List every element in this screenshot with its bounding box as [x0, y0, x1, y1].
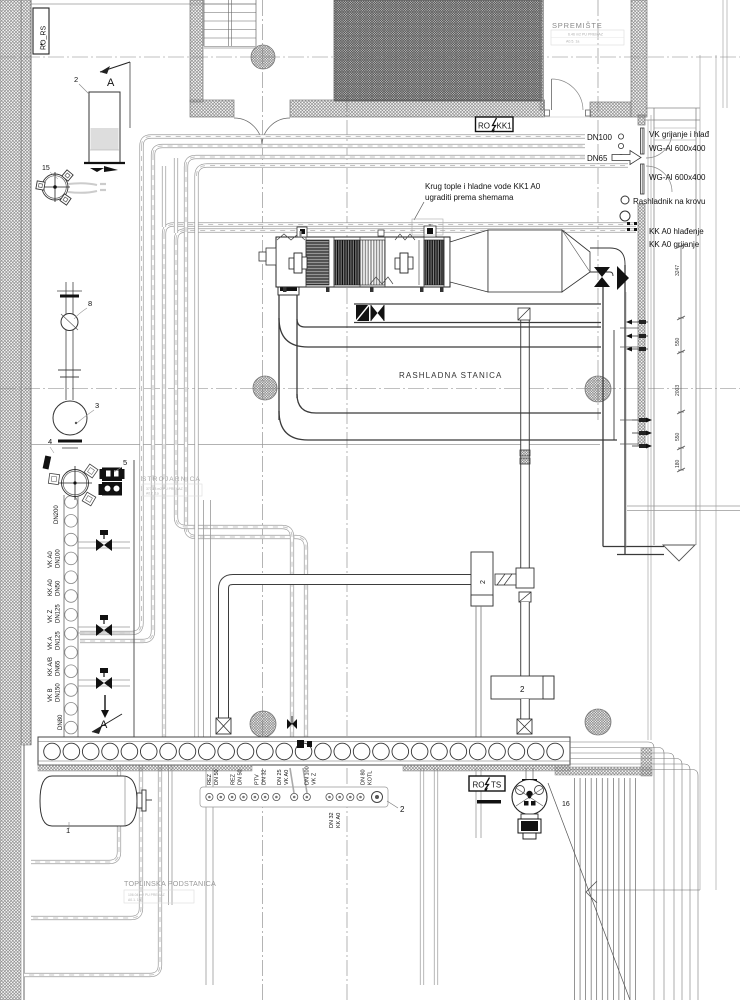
svg-text:DN 80: DN 80	[361, 769, 367, 785]
svg-text:2: 2	[400, 805, 405, 814]
svg-text:VK Z: VK Z	[312, 772, 318, 785]
svg-text:2003: 2003	[675, 385, 681, 396]
svg-text:KK A0: KK A0	[48, 579, 54, 596]
svg-text:DN125: DN125	[56, 604, 62, 623]
svg-text:8: 8	[88, 299, 92, 308]
svg-text:DN150: DN150	[56, 683, 62, 702]
svg-text:6.46 m2 PU PREMAZ: 6.46 m2 PU PREMAZ	[568, 33, 604, 37]
svg-text:DN50: DN50	[56, 580, 62, 596]
svg-text:180: 180	[675, 459, 681, 468]
svg-text:15: 15	[42, 165, 50, 172]
svg-text:3247: 3247	[675, 265, 681, 276]
svg-text:550: 550	[675, 337, 681, 346]
svg-text:KK A0 hlađenje: KK A0 hlađenje	[649, 227, 704, 236]
svg-text:16: 16	[562, 801, 570, 808]
svg-text:2: 2	[520, 685, 525, 694]
svg-text:DN80: DN80	[58, 714, 64, 730]
svg-text:DN200: DN200	[54, 505, 60, 524]
svg-text:DN65: DN65	[56, 660, 62, 676]
svg-text:DN 25: DN 25	[277, 769, 283, 785]
svg-text:KK A0 grijanje: KK A0 grijanje	[649, 240, 700, 249]
svg-text:DN100: DN100	[587, 133, 612, 142]
svg-text:DN 50: DN 50	[214, 769, 220, 785]
svg-text:1: 1	[66, 826, 70, 835]
svg-text:KK1: KK1	[497, 122, 513, 131]
svg-text:PTV: PTV	[255, 774, 261, 785]
svg-text:DN65: DN65	[587, 154, 608, 163]
svg-text:KOTL: KOTL	[368, 771, 374, 785]
svg-text:WG-Al 600x400: WG-Al 600x400	[649, 144, 706, 153]
svg-text:TOPLINSKA PODSTANICA: TOPLINSKA PODSTANICA	[124, 879, 216, 888]
svg-text:VK B: VK B	[48, 688, 54, 702]
svg-text:SPREMIŠTE: SPREMIŠTE	[552, 21, 603, 30]
svg-text:550: 550	[675, 432, 681, 441]
svg-text:Rashladnik na krovu: Rashladnik na krovu	[633, 197, 705, 206]
svg-text:3: 3	[95, 401, 99, 410]
svg-text:TS: TS	[491, 781, 501, 790]
svg-text:ugraditi prema shemama: ugraditi prema shemama	[425, 193, 514, 202]
svg-text:VK A0: VK A0	[284, 770, 290, 785]
svg-text:RO_RS: RO_RS	[41, 26, 48, 50]
svg-text:A0.5. 1a: A0.5. 1a	[566, 40, 579, 44]
svg-text:STROJARNICA: STROJARNICA	[142, 476, 201, 483]
svg-text:DN125: DN125	[56, 631, 62, 650]
svg-text:DN 32: DN 32	[262, 769, 268, 785]
svg-text:VK grijanje i hlađ: VK grijanje i hlađ	[649, 130, 710, 139]
svg-text:2: 2	[74, 75, 78, 84]
svg-text:5: 5	[123, 458, 127, 467]
svg-text:KK A/B: KK A/B	[48, 657, 54, 676]
svg-text:4: 4	[48, 437, 52, 446]
svg-text:WG-Al 600x400: WG-Al 600x400	[649, 173, 706, 182]
svg-text:VK Z: VK Z	[48, 609, 54, 623]
svg-text:A: A	[100, 719, 108, 731]
svg-text:106.04 m2 PU PREMAZ: 106.04 m2 PU PREMAZ	[128, 893, 165, 897]
svg-text:2: 2	[480, 580, 487, 584]
svg-text:RO: RO	[473, 781, 485, 790]
svg-text:DN 50: DN 50	[238, 769, 244, 785]
svg-text:VK A0: VK A0	[48, 551, 54, 568]
svg-text:DN100: DN100	[56, 549, 62, 568]
svg-text:Krug tople i hladne vode KK1 A: Krug tople i hladne vode KK1 A0	[425, 182, 541, 191]
svg-text:VK A: VK A	[48, 637, 54, 650]
svg-text:KK A0: KK A0	[336, 813, 342, 828]
svg-text:A: A	[107, 77, 115, 89]
svg-text:RASHLADNA STANICA: RASHLADNA STANICA	[399, 371, 502, 380]
svg-text:REZ: REZ	[231, 773, 237, 785]
svg-text:373.18 m2 PU PREMAZ: 373.18 m2 PU PREMAZ	[146, 487, 183, 491]
svg-text:DN 32: DN 32	[329, 812, 335, 828]
svg-text:REZ: REZ	[207, 773, 213, 785]
svg-text:RO: RO	[478, 122, 490, 131]
svg-text:A0.1. 1a: A0.1. 1a	[128, 898, 141, 902]
svg-text:A0.2. 1a: A0.2. 1a	[146, 492, 159, 496]
svg-text:DN 100: DN 100	[305, 766, 311, 785]
